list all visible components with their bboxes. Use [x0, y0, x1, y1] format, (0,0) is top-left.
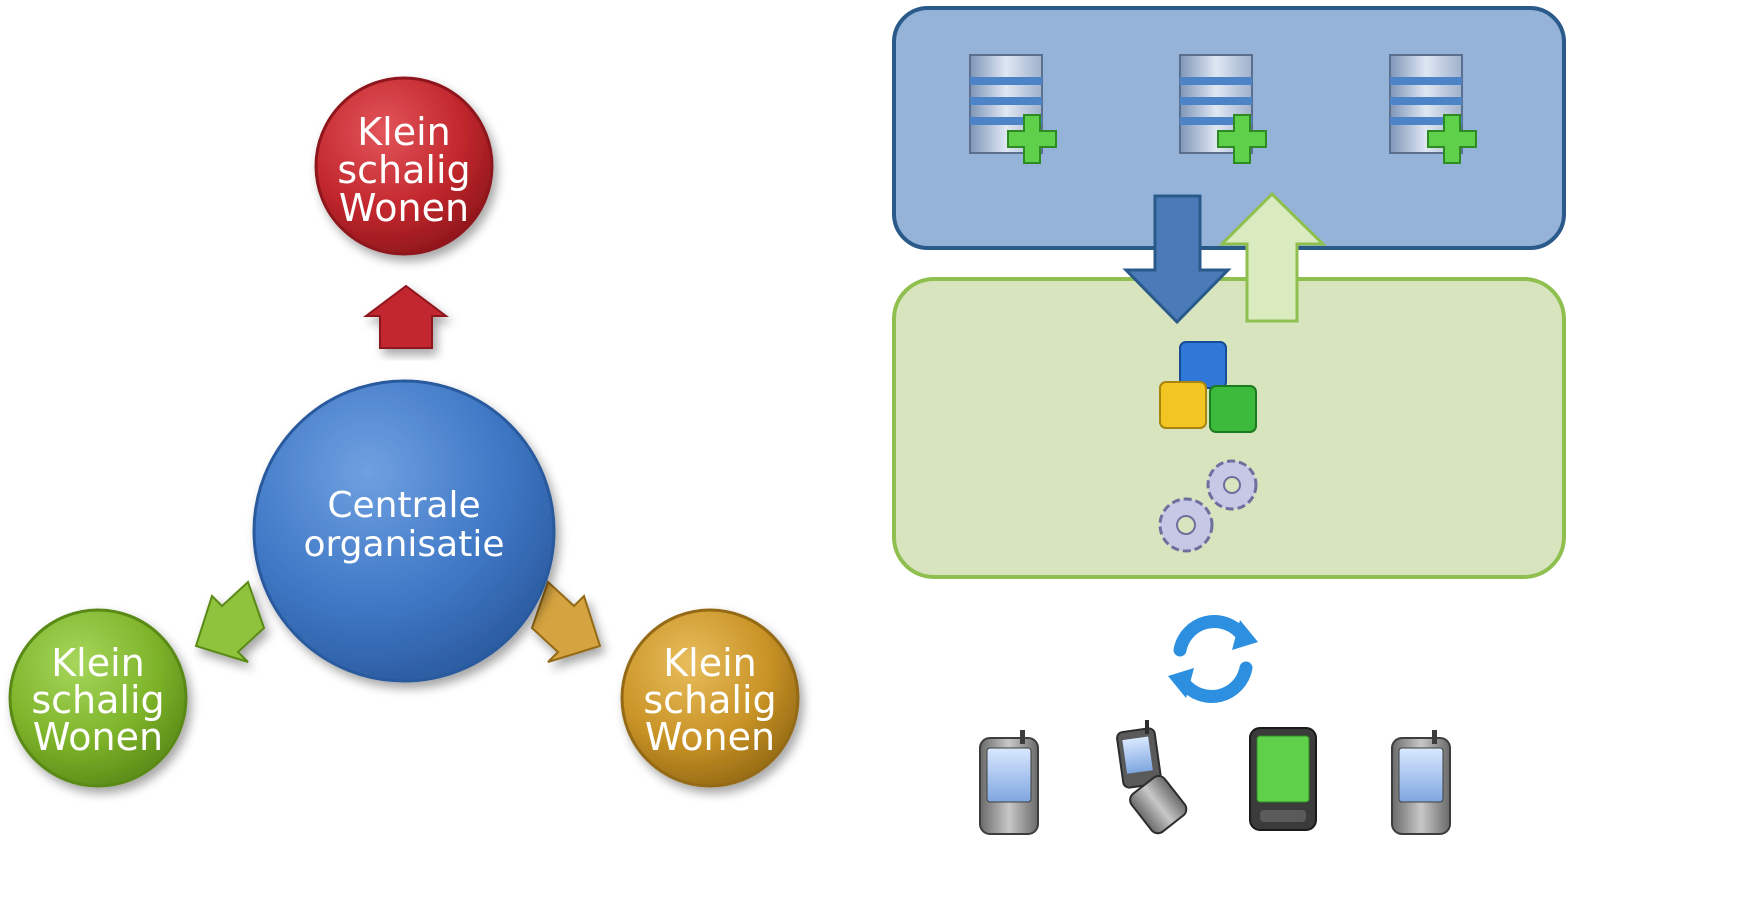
smartphone-icon — [1249, 727, 1317, 831]
satellite-right-label-2: schalig — [643, 678, 776, 722]
arrow-right-icon — [530, 580, 602, 663]
arrow-up-icon — [1218, 191, 1327, 323]
database-server-plus-icon — [1179, 54, 1267, 164]
satellite-left-label-3: Wonen — [33, 715, 163, 759]
central-node-label-2: organisatie — [303, 524, 504, 565]
satellite-left-label-1: Klein — [51, 641, 145, 685]
pda-icon — [979, 730, 1039, 835]
satellite-top-label-2: schalig — [337, 148, 470, 192]
satellite-top-label-3: Wonen — [339, 186, 469, 230]
flip-phone-icon — [1116, 720, 1188, 835]
satellite-node-top: Klein schalig Wonen — [314, 76, 494, 256]
satellite-right-label-1: Klein — [663, 641, 757, 685]
central-node: Centrale organisatie — [252, 379, 556, 683]
gears-icon — [1158, 459, 1258, 553]
database-server-plus-icon — [1389, 54, 1477, 164]
sync-icon — [1168, 615, 1258, 703]
pda-icon — [1391, 730, 1451, 835]
arrow-down-icon — [1122, 194, 1232, 325]
satellite-node-right: Klein schalig Wonen — [620, 608, 800, 788]
arrow-up-icon — [363, 284, 449, 349]
cubes-icon — [1159, 341, 1257, 433]
database-server-plus-icon — [969, 54, 1057, 164]
satellite-top-label-1: Klein — [357, 110, 451, 154]
satellite-left-label-2: schalig — [31, 678, 164, 722]
satellite-node-left: Klein schalig Wonen — [8, 608, 188, 788]
architecture-diagram — [892, 6, 1566, 835]
central-node-label-1: Centrale — [327, 485, 480, 526]
arrow-left-icon — [194, 580, 266, 663]
satellite-right-label-3: Wonen — [645, 715, 775, 759]
hub-diagram: Centrale organisatie Klein schalig Wonen… — [8, 76, 800, 788]
